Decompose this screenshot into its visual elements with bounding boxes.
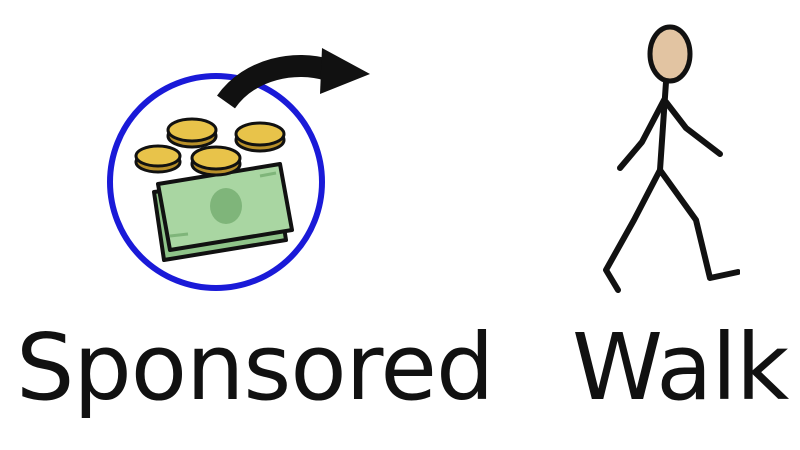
banknote-stack bbox=[152, 162, 294, 262]
word-sponsored: Sponsored bbox=[16, 314, 494, 421]
head bbox=[647, 24, 693, 84]
arrow-shaft bbox=[217, 55, 332, 109]
arrow-head bbox=[320, 48, 370, 94]
walking-person-icon bbox=[603, 24, 740, 293]
stick-body bbox=[603, 79, 740, 293]
word-walk: Walk bbox=[572, 314, 789, 421]
money-transfer-icon bbox=[107, 48, 370, 291]
coin-pile bbox=[134, 117, 286, 177]
